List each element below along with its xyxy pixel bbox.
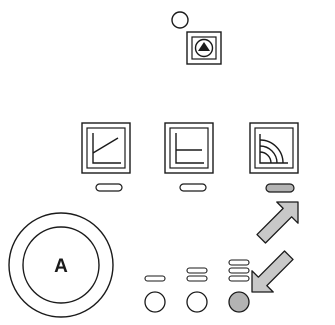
radial-curve-icon (259, 134, 288, 164)
mode-radial-indicator (265, 183, 295, 193)
mode-radial[interactable] (249, 122, 299, 193)
constant-curve-icon (175, 133, 204, 164)
level-2-bar-2 (186, 275, 208, 282)
mode-constant-indicator (179, 183, 207, 192)
level-button-3[interactable] (228, 259, 250, 313)
level-2-button[interactable] (186, 291, 208, 313)
level-3-bar-2 (228, 267, 250, 274)
pointer-arrow-to-level-icon (251, 250, 294, 293)
level-1-button[interactable] (144, 291, 166, 313)
dial-inner-ring (22, 226, 100, 304)
dial[interactable]: A (8, 212, 114, 318)
pointer-arrow-to-radial-icon (256, 201, 299, 244)
level-2-bar-1 (186, 267, 208, 274)
level-3-bar-1 (228, 259, 250, 266)
pump-up-triangle-icon (194, 38, 214, 58)
mode-ramp-indicator (95, 183, 123, 192)
pump-indicator (171, 11, 222, 65)
mode-radial-screen (254, 127, 294, 169)
level-3-button[interactable] (228, 291, 250, 313)
level-3-bar-3 (228, 275, 250, 282)
level-button-1[interactable] (144, 275, 166, 313)
status-led (171, 11, 189, 29)
dial-label: A (54, 256, 68, 277)
level-1-bar (144, 275, 166, 282)
mode-constant[interactable] (164, 122, 214, 192)
level-button-2[interactable] (186, 267, 208, 313)
ramp-curve-icon (92, 133, 121, 164)
mode-ramp[interactable] (81, 122, 131, 192)
